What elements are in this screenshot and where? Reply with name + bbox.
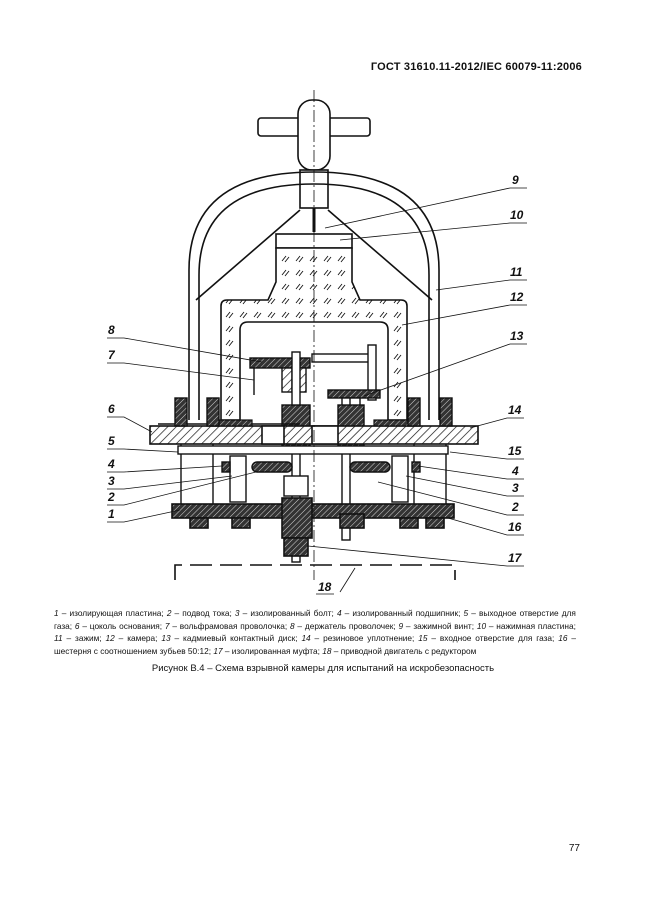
legend-text: выходное отверстие для газа [54, 608, 576, 631]
legend-text: держатель проволочек [304, 620, 394, 631]
legend-text: изолированная муфта [231, 645, 318, 656]
label-5: 5 [108, 434, 115, 448]
legend-number: 4 [336, 608, 342, 618]
label-15: 15 [508, 444, 522, 458]
label-16: 16 [508, 520, 522, 534]
legend-number: 14 [301, 633, 311, 643]
insulating-plate [171, 497, 455, 557]
document-header: ГОСТ 31610.11-2012/IEC 60079-11:2006 [370, 61, 582, 73]
legend-number: 13 [161, 633, 171, 643]
label-11: 11 [510, 265, 523, 279]
label-2-left: 2 [107, 490, 115, 504]
label-8: 8 [108, 323, 115, 337]
legend-text: изолирующая пластина [69, 608, 162, 618]
label-6: 6 [108, 402, 115, 416]
label-1: 1 [108, 507, 115, 521]
label-14: 14 [508, 403, 522, 417]
legend-number: 6 [74, 620, 80, 631]
legend-text: резиновое уплотнение [323, 633, 413, 643]
legend-text: цоколь основания [89, 620, 160, 631]
legend-text: нажимная пластина [496, 620, 574, 631]
rubber-seals [211, 419, 415, 427]
label-4-left: 4 [107, 457, 115, 471]
legend-text: приводной двигатель с редуктором [340, 645, 477, 656]
legend-number: 16 [558, 633, 568, 643]
legend-number: 7 [164, 620, 170, 631]
part-labels: 9 10 11 12 13 8 7 6 14 5 15 4 4 3 3 2 2 … [107, 173, 524, 594]
figure-caption: Рисунок В.4 – Схема взрывной камеры для … [151, 663, 495, 674]
legend-number: 3 [234, 608, 240, 618]
legend-number: 1 [54, 608, 59, 618]
label-9: 9 [512, 173, 519, 187]
legend-number: 5 [463, 608, 469, 618]
legend-number: 15 [418, 633, 428, 643]
legend-text: камера [127, 633, 156, 643]
lower-assembly [177, 445, 449, 503]
legend-number: 9 [398, 620, 404, 631]
figure-legend: 1 – изолирующая пластина; 2 – подвод ток… [54, 608, 576, 656]
leader-lines [107, 187, 527, 593]
label-18: 18 [318, 580, 332, 594]
legend-number: 18 [322, 645, 332, 656]
legend-text: зажимной винт [413, 620, 472, 631]
label-10: 10 [510, 208, 524, 222]
label-12: 12 [510, 290, 524, 304]
legend-text: зажим [75, 633, 100, 643]
legend-text: вольфрамовая проволочка [179, 620, 285, 631]
label-4-right: 4 [511, 464, 519, 478]
legend-text: кадмиевый контактный диск [183, 633, 296, 643]
drive-motor [174, 564, 456, 580]
legend-number: 11 [54, 633, 63, 643]
label-3-right: 3 [512, 481, 519, 495]
page-number: 77 [568, 843, 580, 854]
label-13: 13 [510, 329, 524, 343]
legend-number: 8 [290, 620, 295, 631]
legend-number: 10 [476, 620, 487, 631]
legend-number: 17 [213, 645, 223, 656]
legend-text: входное отверстие для газа [439, 633, 553, 643]
cadmium-disc [327, 389, 381, 407]
legend-number: 2 [166, 608, 172, 618]
legend-text: шестерня с соотношением зубьев 50:12 [54, 645, 209, 656]
label-3-left: 3 [108, 474, 115, 488]
explosion-chamber-diagram: 9 10 11 12 13 8 7 6 14 5 15 4 4 3 3 2 2 … [107, 90, 527, 595]
label-7: 7 [108, 348, 116, 362]
legend-number: 12 [105, 633, 115, 643]
legend-text: подвод тока [182, 608, 230, 618]
label-2-right: 2 [511, 500, 519, 514]
legend-text: изолированный болт [250, 608, 332, 618]
label-17: 17 [508, 551, 523, 565]
legend-text: изолированный подшипник [352, 608, 459, 618]
diagram-drawing: 9 10 11 12 13 8 7 6 14 5 15 4 4 3 3 2 2 … [107, 90, 527, 595]
chamber-body [220, 247, 408, 421]
